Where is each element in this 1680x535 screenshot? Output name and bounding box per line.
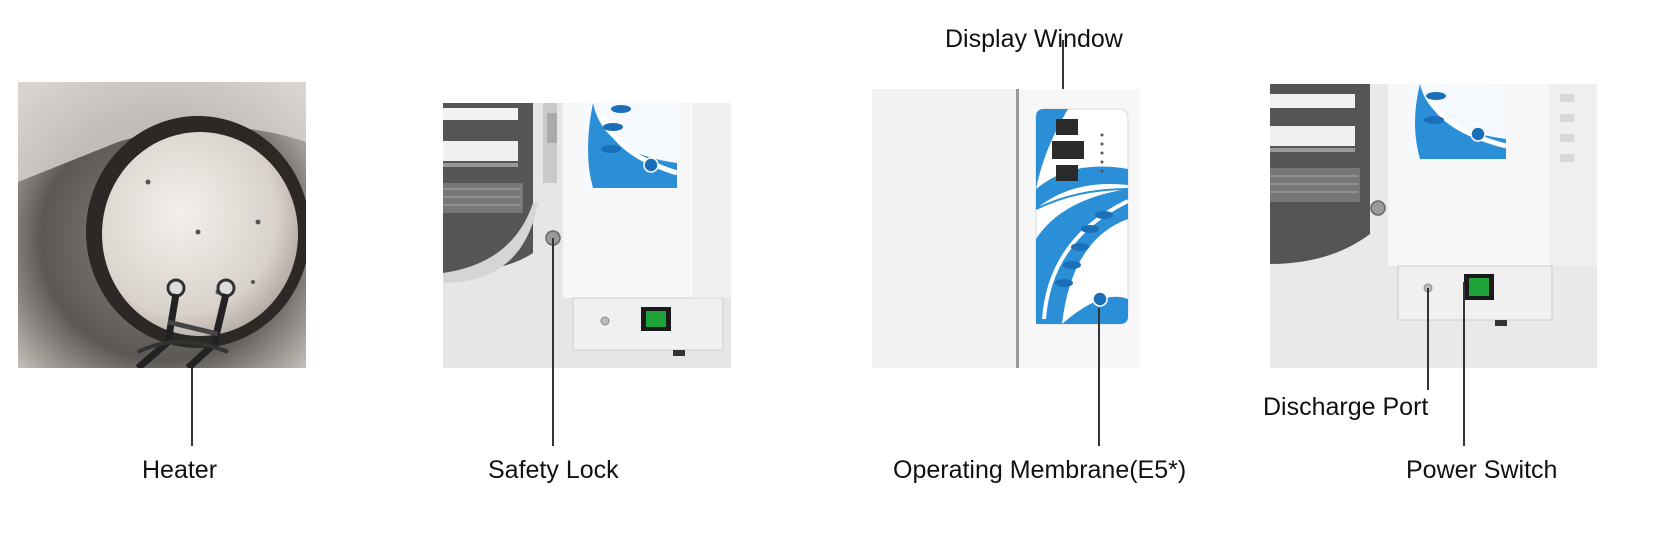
power-switch-label: Power Switch — [1406, 456, 1558, 484]
display-window-leader-line — [1062, 40, 1064, 125]
safety-lock-leader-line — [552, 238, 554, 446]
display-window-label: Display Window — [945, 25, 1123, 53]
power-switch-leader-line — [1463, 282, 1465, 446]
operating-membrane-leader-line — [1098, 308, 1100, 446]
heater-photo — [18, 82, 306, 368]
control-panel-photo — [872, 89, 1140, 368]
safety-lock-photo — [443, 103, 731, 368]
discharge-power-photo — [1270, 84, 1597, 368]
heater-label: Heater — [142, 456, 218, 484]
discharge-port-label: Discharge Port — [1263, 393, 1429, 421]
operating-membrane-label: Operating Membrane(E5*) — [893, 456, 1187, 484]
safety-lock-label: Safety Lock — [488, 456, 619, 484]
heater-leader-line — [191, 368, 193, 446]
discharge-port-leader-line — [1427, 288, 1429, 390]
